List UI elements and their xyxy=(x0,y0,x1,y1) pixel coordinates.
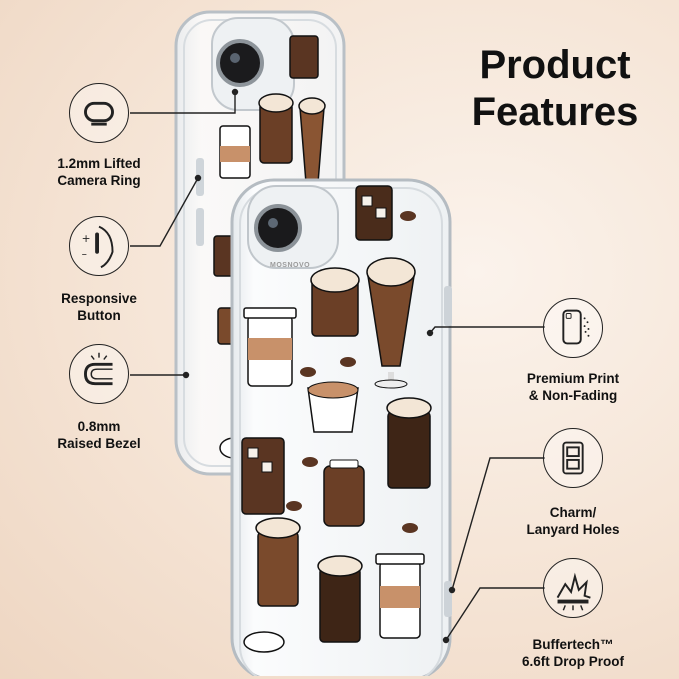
drop-impact-icon xyxy=(543,558,603,618)
feature-label-lanyard: Charm/ Lanyard Holes xyxy=(526,505,620,537)
title-line-2: Features xyxy=(471,90,639,134)
lanyard-hole-icon xyxy=(543,428,603,488)
brand-mark: MOSNOVO xyxy=(270,262,311,269)
side-button-icon: +– xyxy=(69,216,129,276)
leader-drop xyxy=(445,587,545,641)
feature-label-button: Responsive Button xyxy=(61,291,137,323)
feature-label-print: Premium Print & Non-Fading xyxy=(526,371,620,403)
camera-ring-icon xyxy=(69,83,129,143)
phone-case-front: MOSNOVO xyxy=(228,176,458,676)
svg-text:+: + xyxy=(82,232,91,245)
svg-text:–: – xyxy=(82,248,87,261)
feature-label-bezel: 0.8mm Raised Bezel xyxy=(57,419,141,451)
product-features-title: Product Features xyxy=(440,42,670,136)
title-line-1: Product xyxy=(479,43,631,87)
feature-label-drop: Buffertech™ 6.6ft Drop Proof xyxy=(521,637,624,669)
raised-bezel-icon xyxy=(69,344,129,404)
print-phone-icon xyxy=(543,298,603,358)
feature-label-camera-ring: 1.2mm Lifted Camera Ring xyxy=(57,156,141,188)
